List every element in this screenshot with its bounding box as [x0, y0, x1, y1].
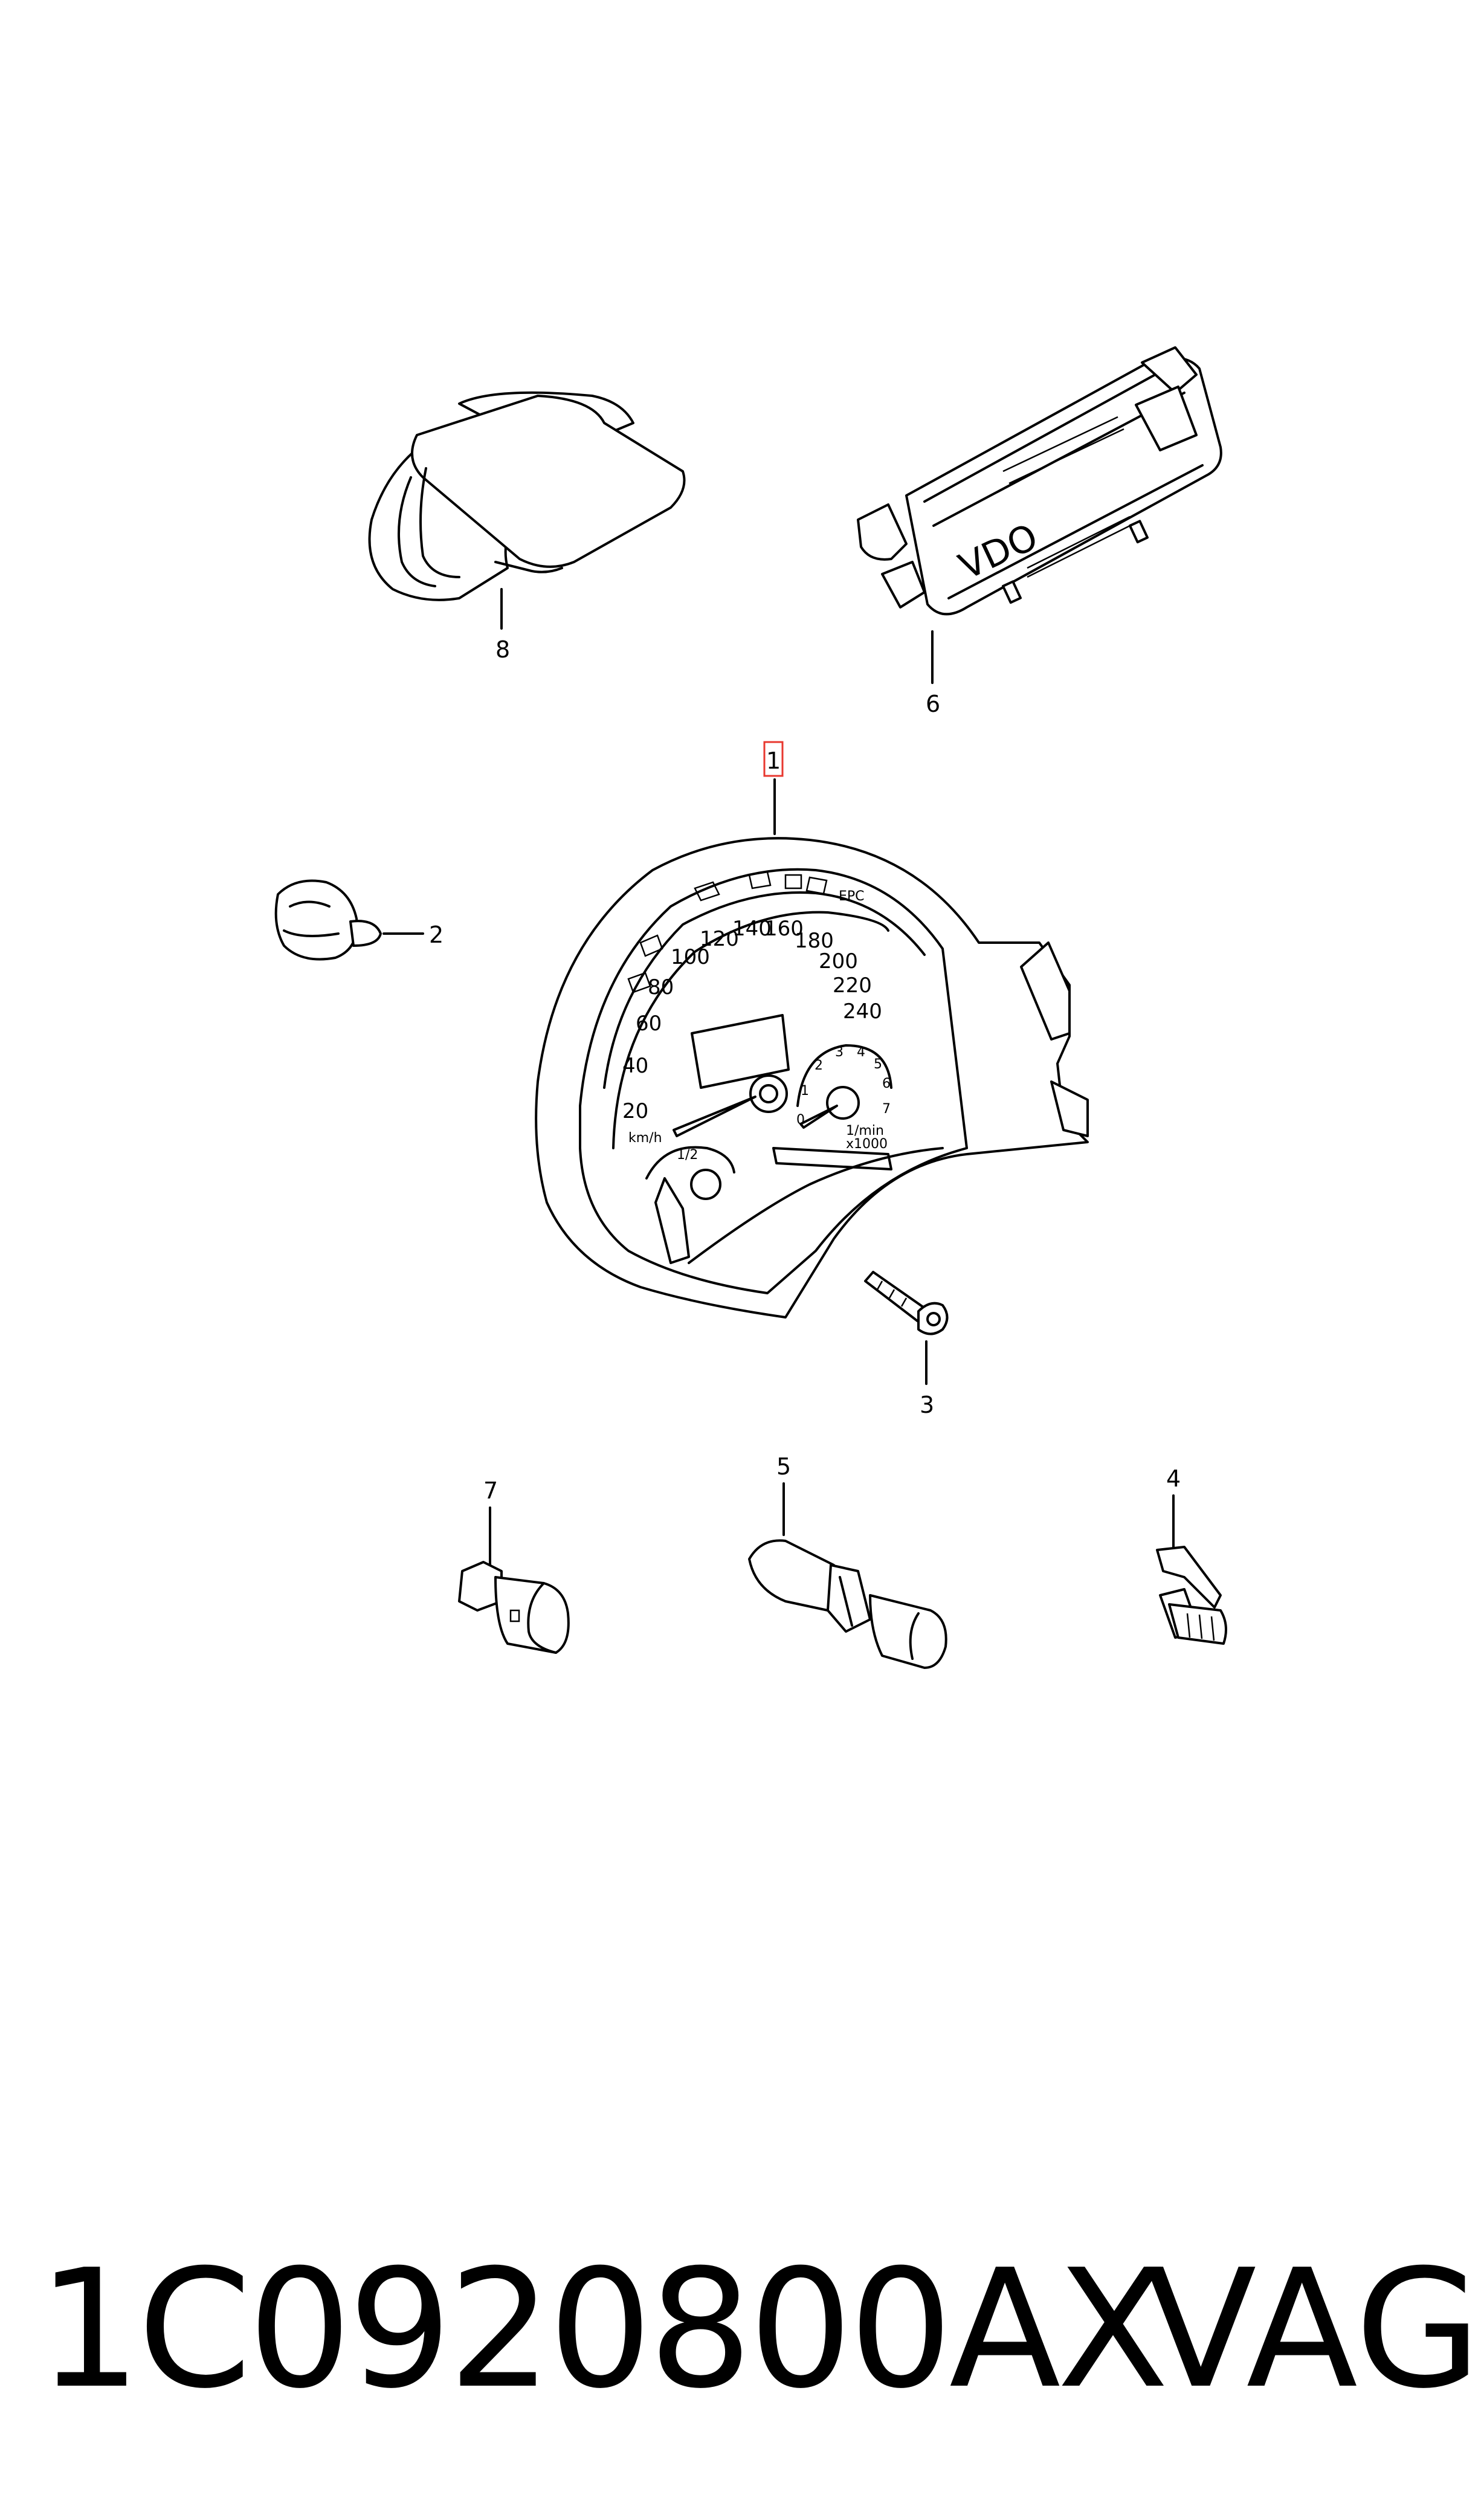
- speed-tick-80: 80: [648, 975, 674, 999]
- rpm-tick-4: 4: [857, 1045, 865, 1060]
- part-8-cover-cap: [368, 391, 686, 601]
- speed-tick-220: 220: [833, 973, 872, 998]
- footer: 1C0920800AX VAG: [0, 2230, 1484, 2429]
- speed-tick-40: 40: [622, 1054, 648, 1078]
- epc-label: EPC: [839, 889, 865, 904]
- rpm-tick-0: 0: [796, 1112, 805, 1128]
- speed-tick-160: 160: [764, 917, 804, 941]
- part-4-clip: 4: [1156, 1465, 1227, 1645]
- part-number: 1C0920800AX: [37, 2234, 1169, 2424]
- svg-text:2: 2: [429, 922, 444, 948]
- callout-6: 6: [926, 630, 940, 717]
- part-5-sensor: 5: [748, 1453, 947, 1669]
- part-6-control-module: VDO: [857, 346, 1222, 616]
- part-7-bulb-holder: 7: [458, 1477, 570, 1654]
- rpm-tick-2: 2: [815, 1058, 823, 1073]
- svg-text:3: 3: [920, 1392, 934, 1418]
- speed-tick-60: 60: [636, 1012, 662, 1036]
- rpm-tick-7: 7: [882, 1102, 891, 1117]
- speed-tick-140: 140: [732, 917, 772, 941]
- speed-tick-100: 100: [671, 945, 710, 969]
- speed-unit: km/h: [628, 1131, 662, 1146]
- rpm-tick-6: 6: [882, 1076, 891, 1091]
- rpm-tick-5: 5: [874, 1057, 882, 1072]
- speed-tick-200: 200: [819, 949, 858, 973]
- speed-tick-240: 240: [843, 999, 882, 1024]
- svg-text:5: 5: [776, 1453, 791, 1480]
- callout-1-highlight-box: [763, 741, 784, 777]
- brand-label: VAG: [1145, 2234, 1482, 2424]
- part-1-instrument-cluster: 20 40 60 80 100 120 140 160 180 200 220 …: [535, 837, 1089, 1319]
- speed-tick-20: 20: [622, 1099, 648, 1123]
- rpm-tick-3: 3: [835, 1045, 844, 1060]
- speed-tick-180: 180: [795, 929, 834, 953]
- svg-text:6: 6: [926, 691, 940, 717]
- rpm-unit-line2: x1000: [846, 1137, 888, 1152]
- callout-1: 1: [763, 741, 784, 835]
- svg-text:4: 4: [1166, 1465, 1181, 1492]
- part-2-bulb-socket: 2: [274, 879, 444, 961]
- rpm-tick-1: 1: [801, 1083, 809, 1099]
- svg-text:7: 7: [483, 1477, 498, 1504]
- speed-tick-120: 120: [700, 927, 739, 951]
- svg-text:8: 8: [495, 636, 510, 663]
- rpm-unit-line1: 1/min: [846, 1123, 884, 1138]
- part-3-screw: 3: [864, 1271, 949, 1418]
- fuel-half-label: 1/2: [677, 1148, 698, 1163]
- callout-8: 8: [495, 588, 510, 663]
- svg-text:1: 1: [766, 747, 781, 774]
